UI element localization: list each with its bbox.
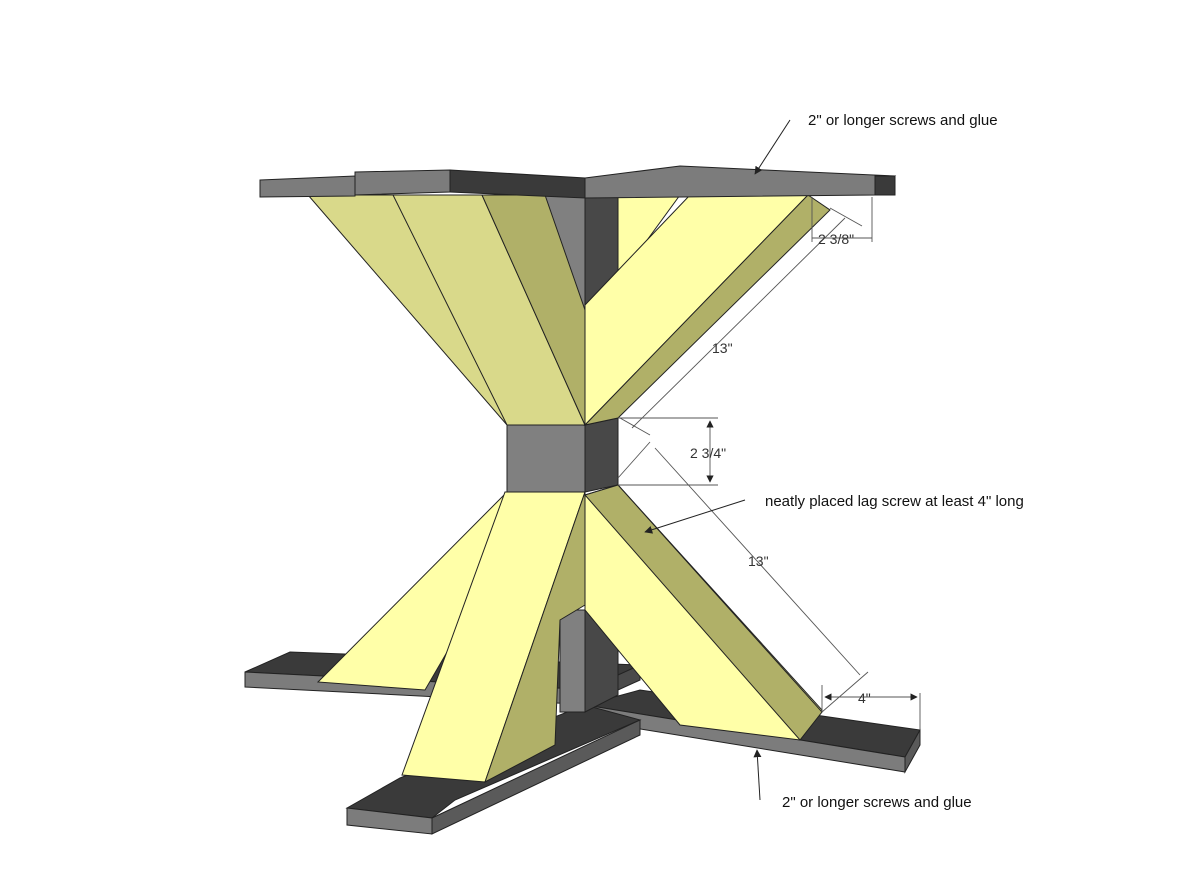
label-bottom-screws: 2" or longer screws and glue bbox=[782, 794, 972, 811]
dim-upper-leg-length: 13" bbox=[712, 340, 733, 356]
dim-lower-leg-length: 13" bbox=[748, 553, 769, 569]
dim-block-height: 2 3/4" bbox=[690, 445, 726, 461]
top-boards bbox=[259, 165, 897, 199]
leader-lag-screw bbox=[644, 499, 746, 534]
dimension-lines bbox=[617, 197, 921, 730]
dim-foot-offset: 4" bbox=[858, 690, 871, 706]
label-lag-screw: neatly placed lag screw at least 4" long bbox=[765, 493, 1024, 510]
annotation-leaders bbox=[644, 119, 791, 801]
leader-top-screws bbox=[754, 119, 791, 175]
dim-top-overhang: 2 3/8" bbox=[818, 231, 854, 247]
lower-legs bbox=[316, 484, 823, 784]
foot-front-left-side bbox=[431, 719, 641, 835]
top-board-center-dark bbox=[449, 169, 586, 199]
top-board-right-end bbox=[874, 175, 896, 196]
foot-front-right-end bbox=[904, 728, 921, 774]
leader-bottom-screws bbox=[753, 749, 762, 801]
top-board-center-top bbox=[354, 169, 451, 196]
post-block-side bbox=[584, 417, 619, 493]
top-board-left-top bbox=[259, 175, 356, 198]
upper-legs bbox=[306, 194, 831, 427]
post-lower-front bbox=[559, 609, 586, 713]
upper-leg-right-side bbox=[583, 194, 831, 426]
post-block-front bbox=[506, 424, 586, 493]
top-board-right-top bbox=[584, 165, 897, 199]
lower-leg-front-left-side bbox=[484, 491, 586, 784]
label-top-screws: 2" or longer screws and glue bbox=[808, 112, 998, 129]
